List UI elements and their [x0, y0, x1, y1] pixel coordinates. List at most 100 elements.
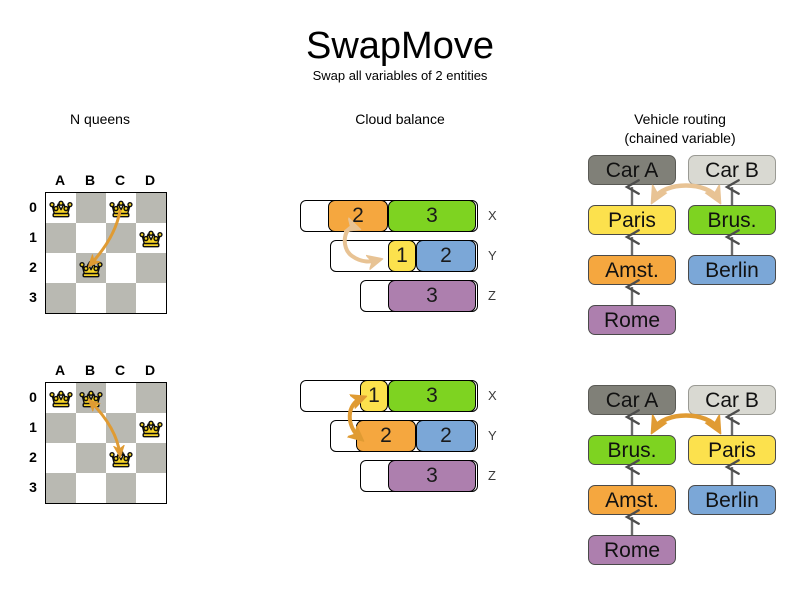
cloud-free-capacity-z-after [361, 461, 388, 491]
board-cell-c2[interactable] [106, 443, 136, 473]
board-cell-d0[interactable] [136, 193, 166, 223]
chessboard-before [45, 192, 167, 314]
board-cell-a3[interactable] [46, 283, 76, 313]
cloud-process-purple-z-after[interactable]: 3 [388, 459, 476, 492]
board-cell-b2[interactable] [76, 253, 106, 283]
cloud-free-capacity-y-after [331, 421, 356, 451]
board-file-label-c: C [114, 362, 126, 378]
vrp-chain-b-berlin-before[interactable]: Berlin [688, 255, 776, 285]
board-file-label-b: B [84, 362, 96, 378]
board-cell-a1[interactable] [46, 223, 76, 253]
cloud-computer-label-z-after: Z [488, 468, 496, 483]
vrp-chain-a-rome-after[interactable]: Rome [588, 535, 676, 565]
vrp-vehicle-a-after[interactable]: Car A [588, 385, 676, 415]
vrp-chain-a-rome-before[interactable]: Rome [588, 305, 676, 335]
vrp-vehicle-a-before[interactable]: Car A [588, 155, 676, 185]
vrp-heading-line1: Vehicle routing [634, 111, 726, 127]
vrp-vehicle-b-before[interactable]: Car B [688, 155, 776, 185]
board-cell-b0[interactable] [76, 383, 106, 413]
vrp-heading-line2: (chained variable) [624, 130, 736, 146]
board-cell-b3[interactable] [76, 283, 106, 313]
board-file-label-c: C [114, 172, 126, 188]
board-cell-c0[interactable] [106, 383, 136, 413]
board-cell-d0[interactable] [136, 383, 166, 413]
board-cell-b2[interactable] [76, 443, 106, 473]
board-rank-label-1: 1 [29, 229, 37, 245]
board-cell-d2[interactable] [136, 253, 166, 283]
board-rank-label-3: 3 [29, 289, 37, 305]
vrp-vehicle-b-after[interactable]: Car B [688, 385, 776, 415]
board-rank-label-0: 0 [29, 389, 37, 405]
cloud-free-capacity-z-before [361, 281, 388, 311]
vrp-chain-a-paris-before[interactable]: Paris [588, 205, 676, 235]
cloud-free-capacity-y-before [331, 241, 388, 271]
cloud-process-orange-y-after[interactable]: 2 [356, 419, 416, 452]
cloud-computer-label-z-before: Z [488, 288, 496, 303]
board-cell-b1[interactable] [76, 223, 106, 253]
board-cell-c0[interactable] [106, 193, 136, 223]
board-file-label-d: D [144, 172, 156, 188]
vrp-chain-a-amst-after[interactable]: Amst. [588, 485, 676, 515]
queen-piece [49, 390, 73, 408]
vrp-chain-a-brus-after[interactable]: Brus. [588, 435, 676, 465]
board-cell-c2[interactable] [106, 253, 136, 283]
board-cell-d3[interactable] [136, 283, 166, 313]
cloud-free-capacity-x-after [301, 381, 360, 411]
board-rank-label-1: 1 [29, 419, 37, 435]
board-cell-c3[interactable] [106, 473, 136, 503]
page-subtitle: Swap all variables of 2 entities [312, 68, 488, 83]
cloud-computer-label-x-after: X [488, 388, 497, 403]
board-cell-a0[interactable] [46, 383, 76, 413]
board-cell-b1[interactable] [76, 413, 106, 443]
cloud-process-blue-y-after[interactable]: 2 [416, 419, 476, 452]
board-cell-a0[interactable] [46, 193, 76, 223]
board-cell-d2[interactable] [136, 443, 166, 473]
vrp-chain-b-paris-after[interactable]: Paris [688, 435, 776, 465]
cloud-process-yellow-x-after[interactable]: 1 [360, 379, 388, 412]
board-cell-a1[interactable] [46, 413, 76, 443]
board-cell-c3[interactable] [106, 283, 136, 313]
cloud-process-green-x-after[interactable]: 3 [388, 379, 476, 412]
board-cell-b0[interactable] [76, 193, 106, 223]
cloud-computer-label-y-after: Y [488, 428, 497, 443]
board-cell-d1[interactable] [136, 223, 166, 253]
board-cell-b3[interactable] [76, 473, 106, 503]
board-cell-c1[interactable] [106, 413, 136, 443]
vrp-chain-a-amst-before[interactable]: Amst. [588, 255, 676, 285]
board-cell-c1[interactable] [106, 223, 136, 253]
board-file-label-a: A [54, 172, 66, 188]
cloud-process-purple-z-before[interactable]: 3 [388, 279, 476, 312]
queen-piece [109, 450, 133, 468]
board-file-label-d: D [144, 362, 156, 378]
board-cell-a2[interactable] [46, 253, 76, 283]
board-cell-d1[interactable] [136, 413, 166, 443]
page-title: SwapMove [306, 25, 494, 67]
queen-piece [109, 200, 133, 218]
board-cell-d3[interactable] [136, 473, 166, 503]
board-file-label-b: B [84, 172, 96, 188]
cloud-process-yellow-y-before[interactable]: 1 [388, 239, 416, 272]
queen-piece [139, 420, 163, 438]
cloud-computer-bar-z-before[interactable]: 3 [360, 279, 478, 312]
board-cell-a2[interactable] [46, 443, 76, 473]
vrp-chain-b-berlin-after[interactable]: Berlin [688, 485, 776, 515]
cloud-process-green-x-before[interactable]: 3 [388, 199, 476, 232]
section-heading-nqueens: N queens [70, 111, 130, 127]
cloud-computer-label-y-before: Y [488, 248, 497, 263]
cloud-process-blue-y-before[interactable]: 2 [416, 239, 476, 272]
cloud-computer-bar-z-after[interactable]: 3 [360, 459, 478, 492]
cloud-free-capacity-x-before [301, 201, 328, 231]
cloud-process-orange-x-before[interactable]: 2 [328, 199, 388, 232]
vrp-chain-b-brus-before[interactable]: Brus. [688, 205, 776, 235]
board-cell-a3[interactable] [46, 473, 76, 503]
